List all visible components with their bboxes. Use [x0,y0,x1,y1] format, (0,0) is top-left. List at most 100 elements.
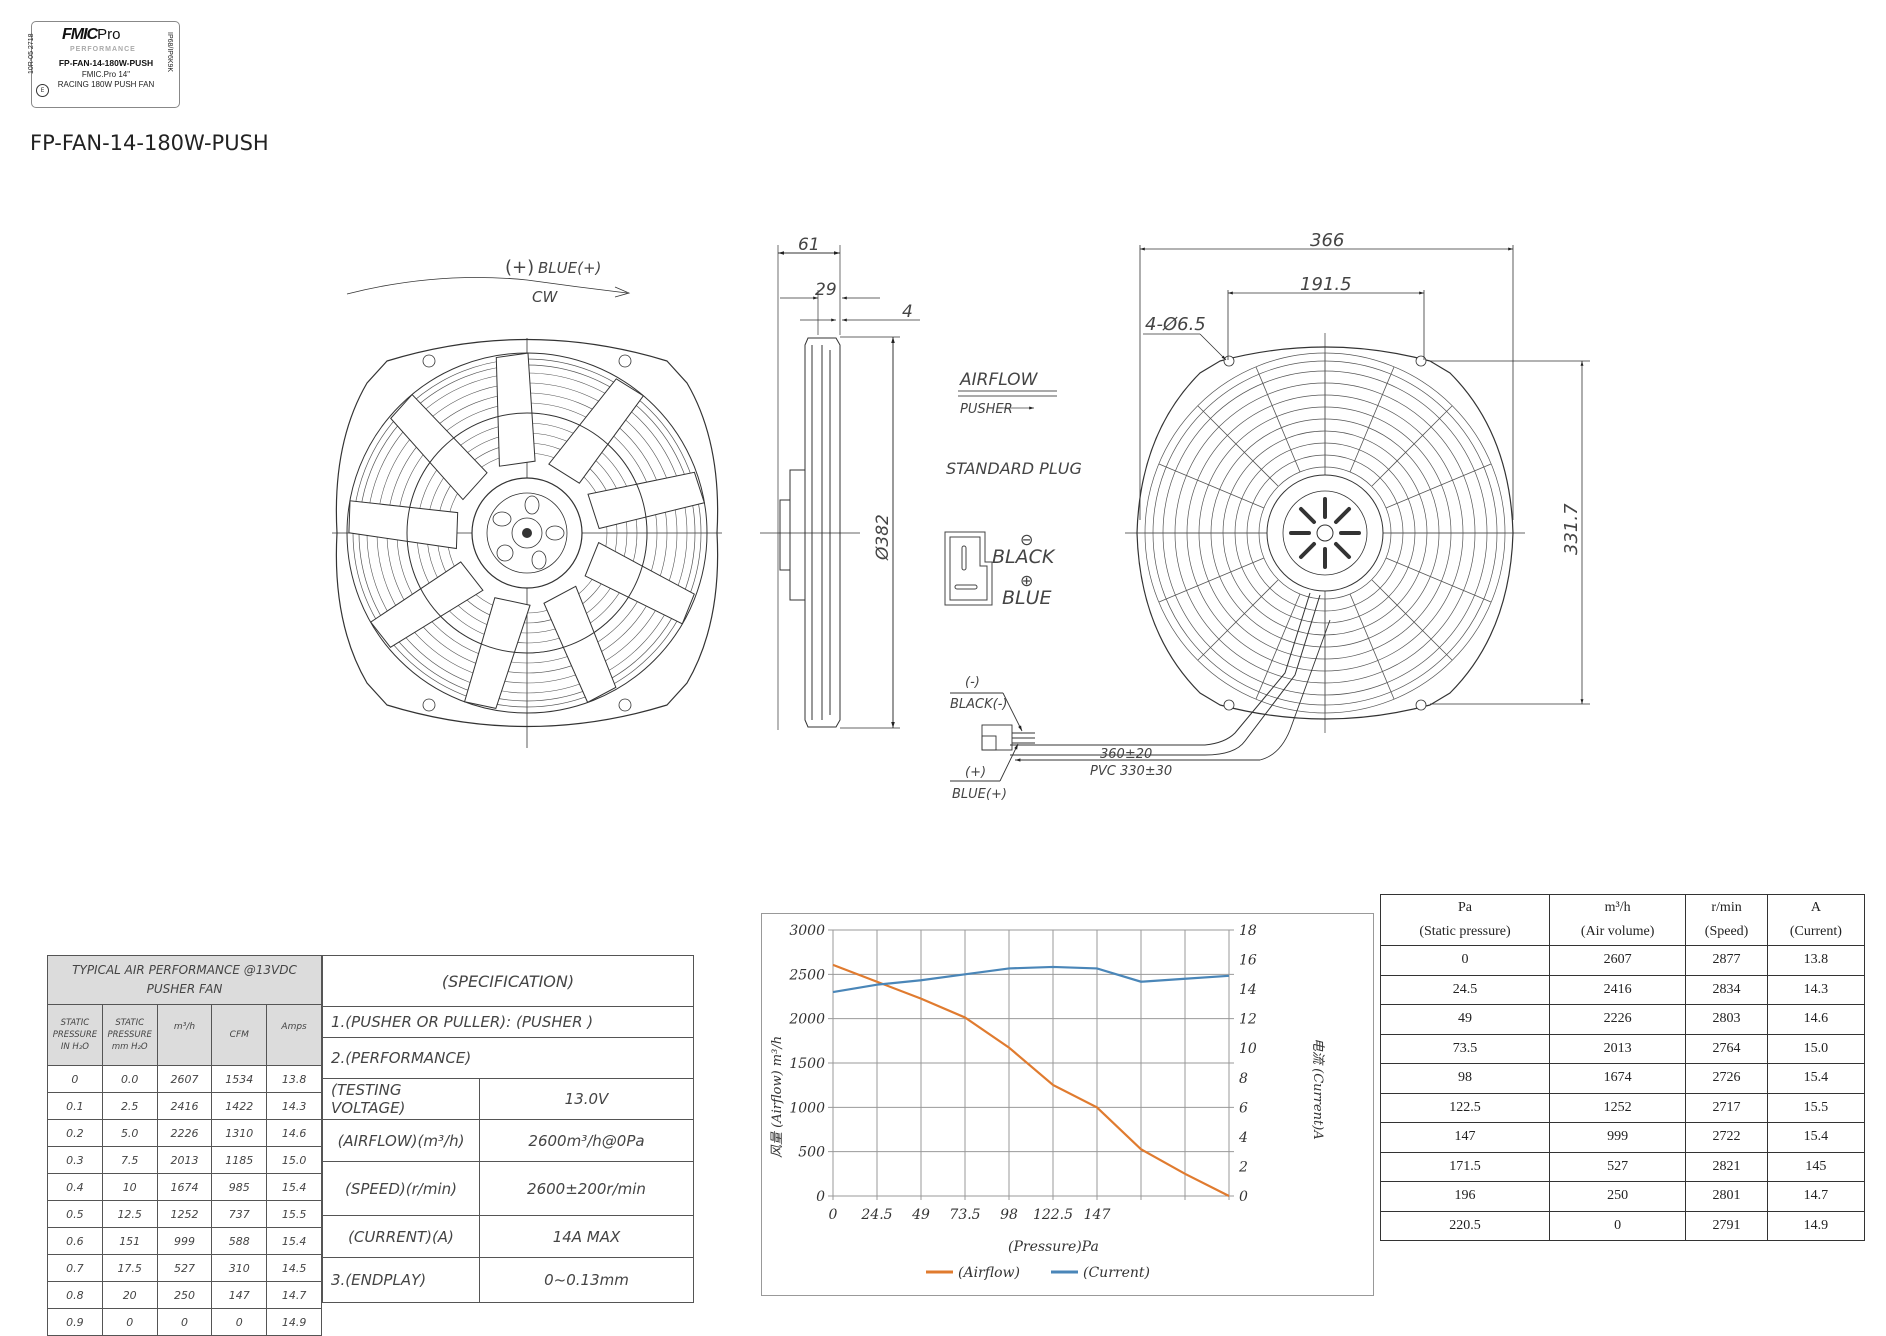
col-header: STATIC PRESSURE mm H₂O [101,1004,158,1066]
col-name: (Speed) [1704,924,1749,939]
table-cell: 2416 [1548,974,1687,1005]
x-tick: 122.5 [1033,1207,1073,1223]
y2-tick: 18 [1239,923,1257,939]
spec-value: 0~0.13mm [479,1257,694,1303]
technical-drawing: (+) BLUE(+) CW 61 29 4 Ø382 AIRFLOW PUSH… [332,230,1590,802]
document-title: FP-FAN-14-180W-PUSH [30,131,269,155]
table-cell: 527 [156,1254,213,1282]
table-cell: 737 [211,1200,268,1228]
x-tick: 73.5 [949,1207,980,1223]
y2-tick: 12 [1239,1012,1257,1028]
table-cell: 1674 [156,1173,213,1201]
table-cell: 0.1 [47,1092,103,1120]
table-cell: 0.6 [47,1227,103,1255]
table-cell: 73.5 [1380,1033,1550,1064]
table-cell: 527 [1548,1151,1687,1182]
spec-value: 2600±200r/min [479,1161,694,1216]
spec-item-1: 1.(PUSHER OR PULLER): (PUSHER ) [322,1006,694,1038]
col-unit: r/min [1711,900,1742,915]
table-cell: 20 [101,1281,158,1309]
label-line2: RACING 180W PUSH FAN [57,80,155,89]
brand-subtitle: PERFORMANCE [70,46,136,53]
wire-pos-symbol: (+) [965,765,986,780]
table-cell: 17.5 [101,1254,158,1282]
table-cell: 2722 [1685,1122,1768,1153]
plug-minus-label: BLACK [992,546,1056,568]
table-cell: 0.5 [47,1200,103,1228]
col-header: CFM [211,1004,268,1066]
table-cell: 98 [1380,1063,1550,1094]
col-header: STATIC PRESSURE IN H₂O [47,1004,103,1066]
table-cell: 2877 [1685,945,1768,976]
performance-title-line2: PUSHER FAN [146,982,223,996]
col-header: r/min (Speed) [1685,894,1768,946]
table-cell: 147 [211,1281,268,1309]
performance-table-title: TYPICAL AIR PERFORMANCE @13VDC PUSHER FA… [47,955,322,1005]
spec-value: 13.0V [479,1078,694,1120]
table-cell: 15.4 [266,1173,322,1201]
spec-item-2: 2.(PERFORMANCE) [322,1037,694,1079]
table-cell: 15.0 [1766,1033,1866,1064]
rear-view [1010,333,1525,756]
airflow-direction: PUSHER [960,402,1013,417]
table-cell: 10 [101,1173,158,1201]
table-cell: 2.5 [101,1092,158,1120]
table-cell: 2726 [1685,1063,1768,1094]
dim-offset: 4 [902,302,913,322]
table-cell: 2013 [1548,1033,1687,1064]
y2-tick: 6 [1239,1100,1248,1116]
col-header: Pa(Static pressure) [1380,894,1550,946]
spec-value: 2600m³/h@0Pa [479,1119,694,1162]
table-cell: 0.3 [47,1146,103,1174]
dim-diameter: Ø382 [873,514,893,561]
spec-label: (TESTING VOLTAGE) [322,1078,480,1120]
table-cell: 2717 [1685,1092,1768,1123]
table-cell: 2764 [1685,1033,1768,1064]
table-cell: 0.9 [47,1308,103,1336]
table-cell: 171.5 [1380,1151,1550,1182]
col-header: m³/h(Air volume) [1548,894,1687,946]
table-cell: 14.9 [266,1308,322,1336]
col-header: A(Current) [1766,894,1866,946]
table-cell: 5.0 [101,1119,158,1147]
y2-tick: 0 [1239,1189,1248,1205]
lead-length: 360±20 [1100,747,1152,762]
y2-tick: 8 [1239,1071,1248,1087]
performance-table: TYPICAL AIR PERFORMANCE @13VDC PUSHER FA… [47,955,322,1336]
wire-pos-label: BLUE(+) [952,787,1007,802]
col-unit: Pa [1458,900,1472,915]
product-label: FMICPro PERFORMANCE FP-FAN-14-180W-PUSH … [28,21,180,108]
y2-tick: 14 [1239,982,1257,998]
data-table: Pa(Static pressure)m³/h(Air volume)r/min… [1380,894,1866,1241]
label-model: FP-FAN-14-180W-PUSH [58,58,154,68]
table-cell: 2607 [156,1065,213,1093]
y-tick: 3000 [789,923,825,939]
x-tick: 49 [911,1207,930,1223]
performance-chart [761,913,1374,1296]
table-cell: 1185 [211,1146,268,1174]
col-unit: m³/h [1604,900,1631,915]
pvc-length: PVC 330±30 [1090,764,1172,779]
table-cell: 2013 [156,1146,213,1174]
table-cell: 2834 [1685,974,1768,1005]
table-cell: 310 [211,1254,268,1282]
table-cell: 14.6 [266,1119,322,1147]
brand-logo: FMICPro [62,26,162,44]
table-cell: 2803 [1685,1004,1768,1035]
wire-neg-symbol: (-) [965,675,980,690]
table-cell: 1310 [211,1119,268,1147]
col-unit: A [1810,900,1821,915]
y-tick: 1000 [789,1100,825,1116]
y2-tick: 2 [1238,1159,1248,1175]
x-tick: 0 [829,1207,838,1223]
y-tick: 2500 [788,967,825,983]
table-cell: 250 [156,1281,213,1309]
plug-plus-label: BLUE [1002,587,1052,609]
x-tick: 98 [1000,1207,1018,1223]
